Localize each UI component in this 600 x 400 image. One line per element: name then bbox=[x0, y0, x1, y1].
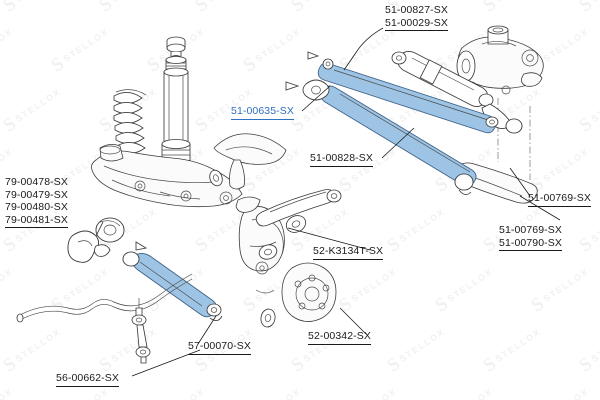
callout-line: 51-00769-SX bbox=[499, 224, 562, 236]
leader-lines bbox=[95, 27, 561, 377]
callout-51-00828[interactable]: 51-00828-SX bbox=[310, 152, 373, 167]
callout-line: 79-00478-SX bbox=[5, 176, 68, 188]
callout-line: 51-00769-SX bbox=[528, 192, 591, 207]
callout-line: 52-00342-SX bbox=[308, 330, 371, 345]
tie-rod-end-right bbox=[485, 116, 499, 128]
callout-51-00769-51-00790[interactable]: 51-00769-SX 51-00790-SX bbox=[499, 224, 562, 251]
stabilizer-bar bbox=[16, 273, 193, 323]
callout-51-00635[interactable]: 51-00635-SX bbox=[231, 105, 294, 120]
link-rod-small bbox=[255, 189, 342, 227]
callout-52-00342[interactable]: 52-00342-SX bbox=[308, 330, 371, 345]
callout-line: 79-00481-SX bbox=[5, 214, 68, 228]
drag-link-upper bbox=[391, 51, 523, 134]
callout-line: 79-00479-SX bbox=[5, 188, 68, 201]
callout-line: 51-00790-SX bbox=[499, 237, 562, 251]
callout-57-00070[interactable]: 57-00070-SX bbox=[188, 340, 251, 355]
callout-line: 51-00029-SX bbox=[385, 17, 448, 31]
axle-beam bbox=[91, 144, 243, 208]
callout-51-00769-upper[interactable]: 51-00769-SX bbox=[528, 192, 591, 207]
callout-line: 51-00827-SX bbox=[385, 4, 448, 16]
callout-line: 51-00635-SX bbox=[231, 105, 294, 120]
tie-rod-end-left bbox=[285, 51, 334, 101]
stabilizer-link bbox=[131, 298, 151, 364]
callout-51-00827[interactable]: 51-00827-SX 51-00029-SX bbox=[385, 4, 448, 31]
shock-absorber bbox=[161, 36, 191, 177]
wheel-hub bbox=[281, 262, 337, 322]
callout-line: 57-00070-SX bbox=[188, 340, 251, 355]
callout-79-00478-group[interactable]: 79-00478-SX 79-00479-SX 79-00480-SX 79-0… bbox=[5, 176, 68, 228]
bushing-group-left bbox=[67, 217, 125, 263]
steering-gear-box bbox=[456, 25, 544, 95]
control-arm-upper bbox=[209, 133, 287, 190]
bushing-knuckle bbox=[258, 215, 307, 328]
callout-line: 51-00828-SX bbox=[310, 152, 373, 167]
callout-line: 52-K3134T-SX bbox=[313, 245, 384, 260]
track-rod bbox=[320, 85, 477, 195]
callout-line: 79-00480-SX bbox=[5, 201, 68, 213]
callout-56-00662[interactable]: 56-00662-SX bbox=[56, 372, 119, 387]
callout-line: 56-00662-SX bbox=[56, 372, 119, 387]
callout-52-K3134T[interactable]: 52-K3134T-SX bbox=[313, 245, 384, 260]
